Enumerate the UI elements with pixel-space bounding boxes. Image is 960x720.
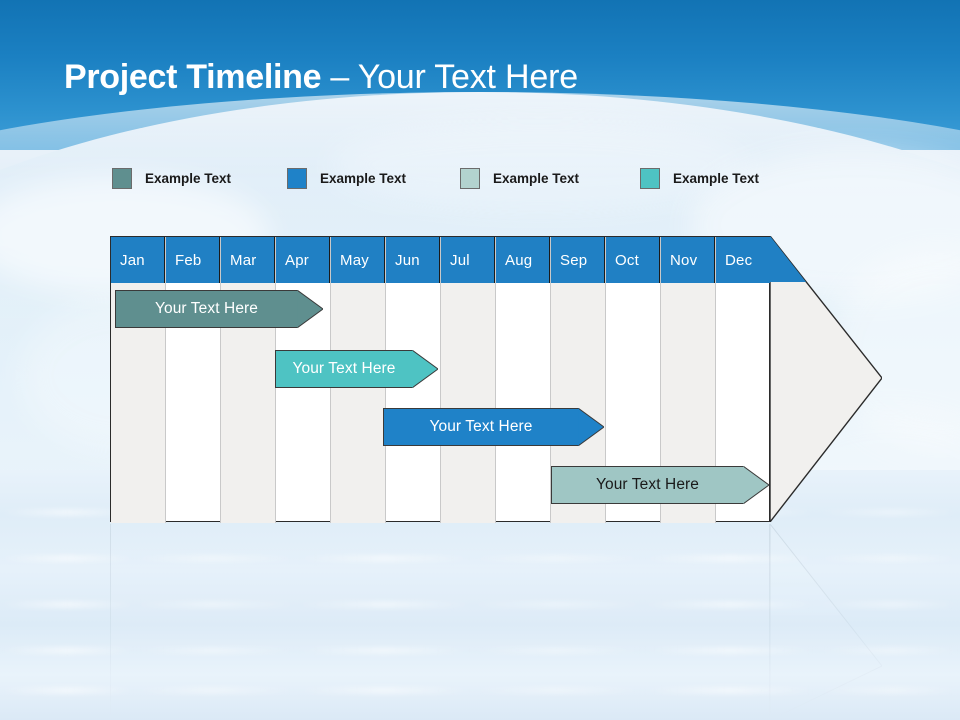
month-header-dec: Dec bbox=[716, 237, 771, 283]
month-header-jun: Jun bbox=[386, 237, 440, 283]
timeline-column-jul[interactable]: Jul bbox=[441, 237, 496, 523]
water-ripple bbox=[0, 602, 960, 607]
legend-item-1[interactable]: Example Text bbox=[112, 168, 231, 189]
timeline-arrowhead bbox=[770, 236, 882, 522]
chart-reflection bbox=[110, 524, 882, 720]
timeline-column-jan[interactable]: Jan bbox=[111, 237, 166, 523]
task-bar-body: Your Text Here bbox=[115, 290, 297, 328]
task-bar-2[interactable]: Your Text Here bbox=[275, 350, 438, 388]
month-header-jul: Jul bbox=[441, 237, 495, 283]
timeline-column-oct[interactable]: Oct bbox=[606, 237, 661, 523]
month-header-may: May bbox=[331, 237, 385, 283]
reflection-arrowhead bbox=[770, 524, 882, 720]
month-header-mar: Mar bbox=[221, 237, 275, 283]
timeline-column-mar[interactable]: Mar bbox=[221, 237, 276, 523]
timeline-column-jun[interactable]: Jun bbox=[386, 237, 441, 523]
task-bar-4[interactable]: Your Text Here bbox=[551, 466, 769, 504]
month-header-nov: Nov bbox=[661, 237, 715, 283]
reflection-grid bbox=[110, 524, 770, 720]
legend-item-label: Example Text bbox=[320, 171, 407, 186]
month-header-oct: Oct bbox=[606, 237, 660, 283]
task-bar-label: Your Text Here bbox=[292, 360, 396, 377]
timeline-column-dec[interactable]: Dec bbox=[716, 237, 771, 523]
task-bar-body: Your Text Here bbox=[275, 350, 412, 388]
timeline-column-aug[interactable]: Aug bbox=[496, 237, 551, 523]
month-header-apr: Apr bbox=[276, 237, 330, 283]
water-ripple bbox=[0, 688, 960, 693]
timeline-column-feb[interactable]: Feb bbox=[166, 237, 221, 523]
legend-item-2[interactable]: Example Text bbox=[287, 168, 406, 189]
legend-swatch-icon bbox=[640, 168, 660, 189]
task-bar-3[interactable]: Your Text Here bbox=[383, 408, 604, 446]
legend-item-label: Example Text bbox=[673, 171, 760, 186]
water-ripple bbox=[0, 556, 960, 561]
task-bar-body: Your Text Here bbox=[383, 408, 578, 446]
legend-swatch-icon bbox=[112, 168, 132, 189]
legend-item-3[interactable]: Example Text bbox=[460, 168, 579, 189]
month-header-sep: Sep bbox=[551, 237, 605, 283]
task-bar-arrow-icon bbox=[578, 408, 604, 446]
task-bar-1[interactable]: Your Text Here bbox=[115, 290, 323, 328]
legend-item-label: Example Text bbox=[145, 171, 232, 186]
legend-swatch-icon bbox=[460, 168, 480, 189]
page-title-main: Project Timeline bbox=[64, 58, 331, 96]
month-header-feb: Feb bbox=[166, 237, 220, 283]
task-bar-body: Your Text Here bbox=[551, 466, 743, 504]
legend-swatch-icon bbox=[287, 168, 307, 189]
legend-item-label: Example Text bbox=[493, 171, 580, 186]
task-bar-label: Your Text Here bbox=[154, 300, 259, 317]
task-bar-arrow-icon bbox=[297, 290, 323, 328]
task-bar-label: Your Text Here bbox=[429, 418, 533, 435]
cloud-decoration bbox=[330, 120, 750, 210]
task-bar-label: Your Text Here bbox=[595, 476, 700, 493]
water-ripple bbox=[0, 648, 960, 653]
legend-item-4[interactable]: Example Text bbox=[640, 168, 759, 189]
page-title-sub: – Your Text Here bbox=[330, 58, 578, 96]
page-title: Project Timeline – Your Text Here bbox=[64, 58, 578, 97]
legend: Example Text Example Text Example Text Exam… bbox=[112, 168, 832, 196]
month-header-jan: Jan bbox=[111, 237, 165, 283]
month-header-aug: Aug bbox=[496, 237, 550, 283]
task-bar-arrow-icon bbox=[743, 466, 769, 504]
task-bar-arrow-icon bbox=[412, 350, 438, 388]
